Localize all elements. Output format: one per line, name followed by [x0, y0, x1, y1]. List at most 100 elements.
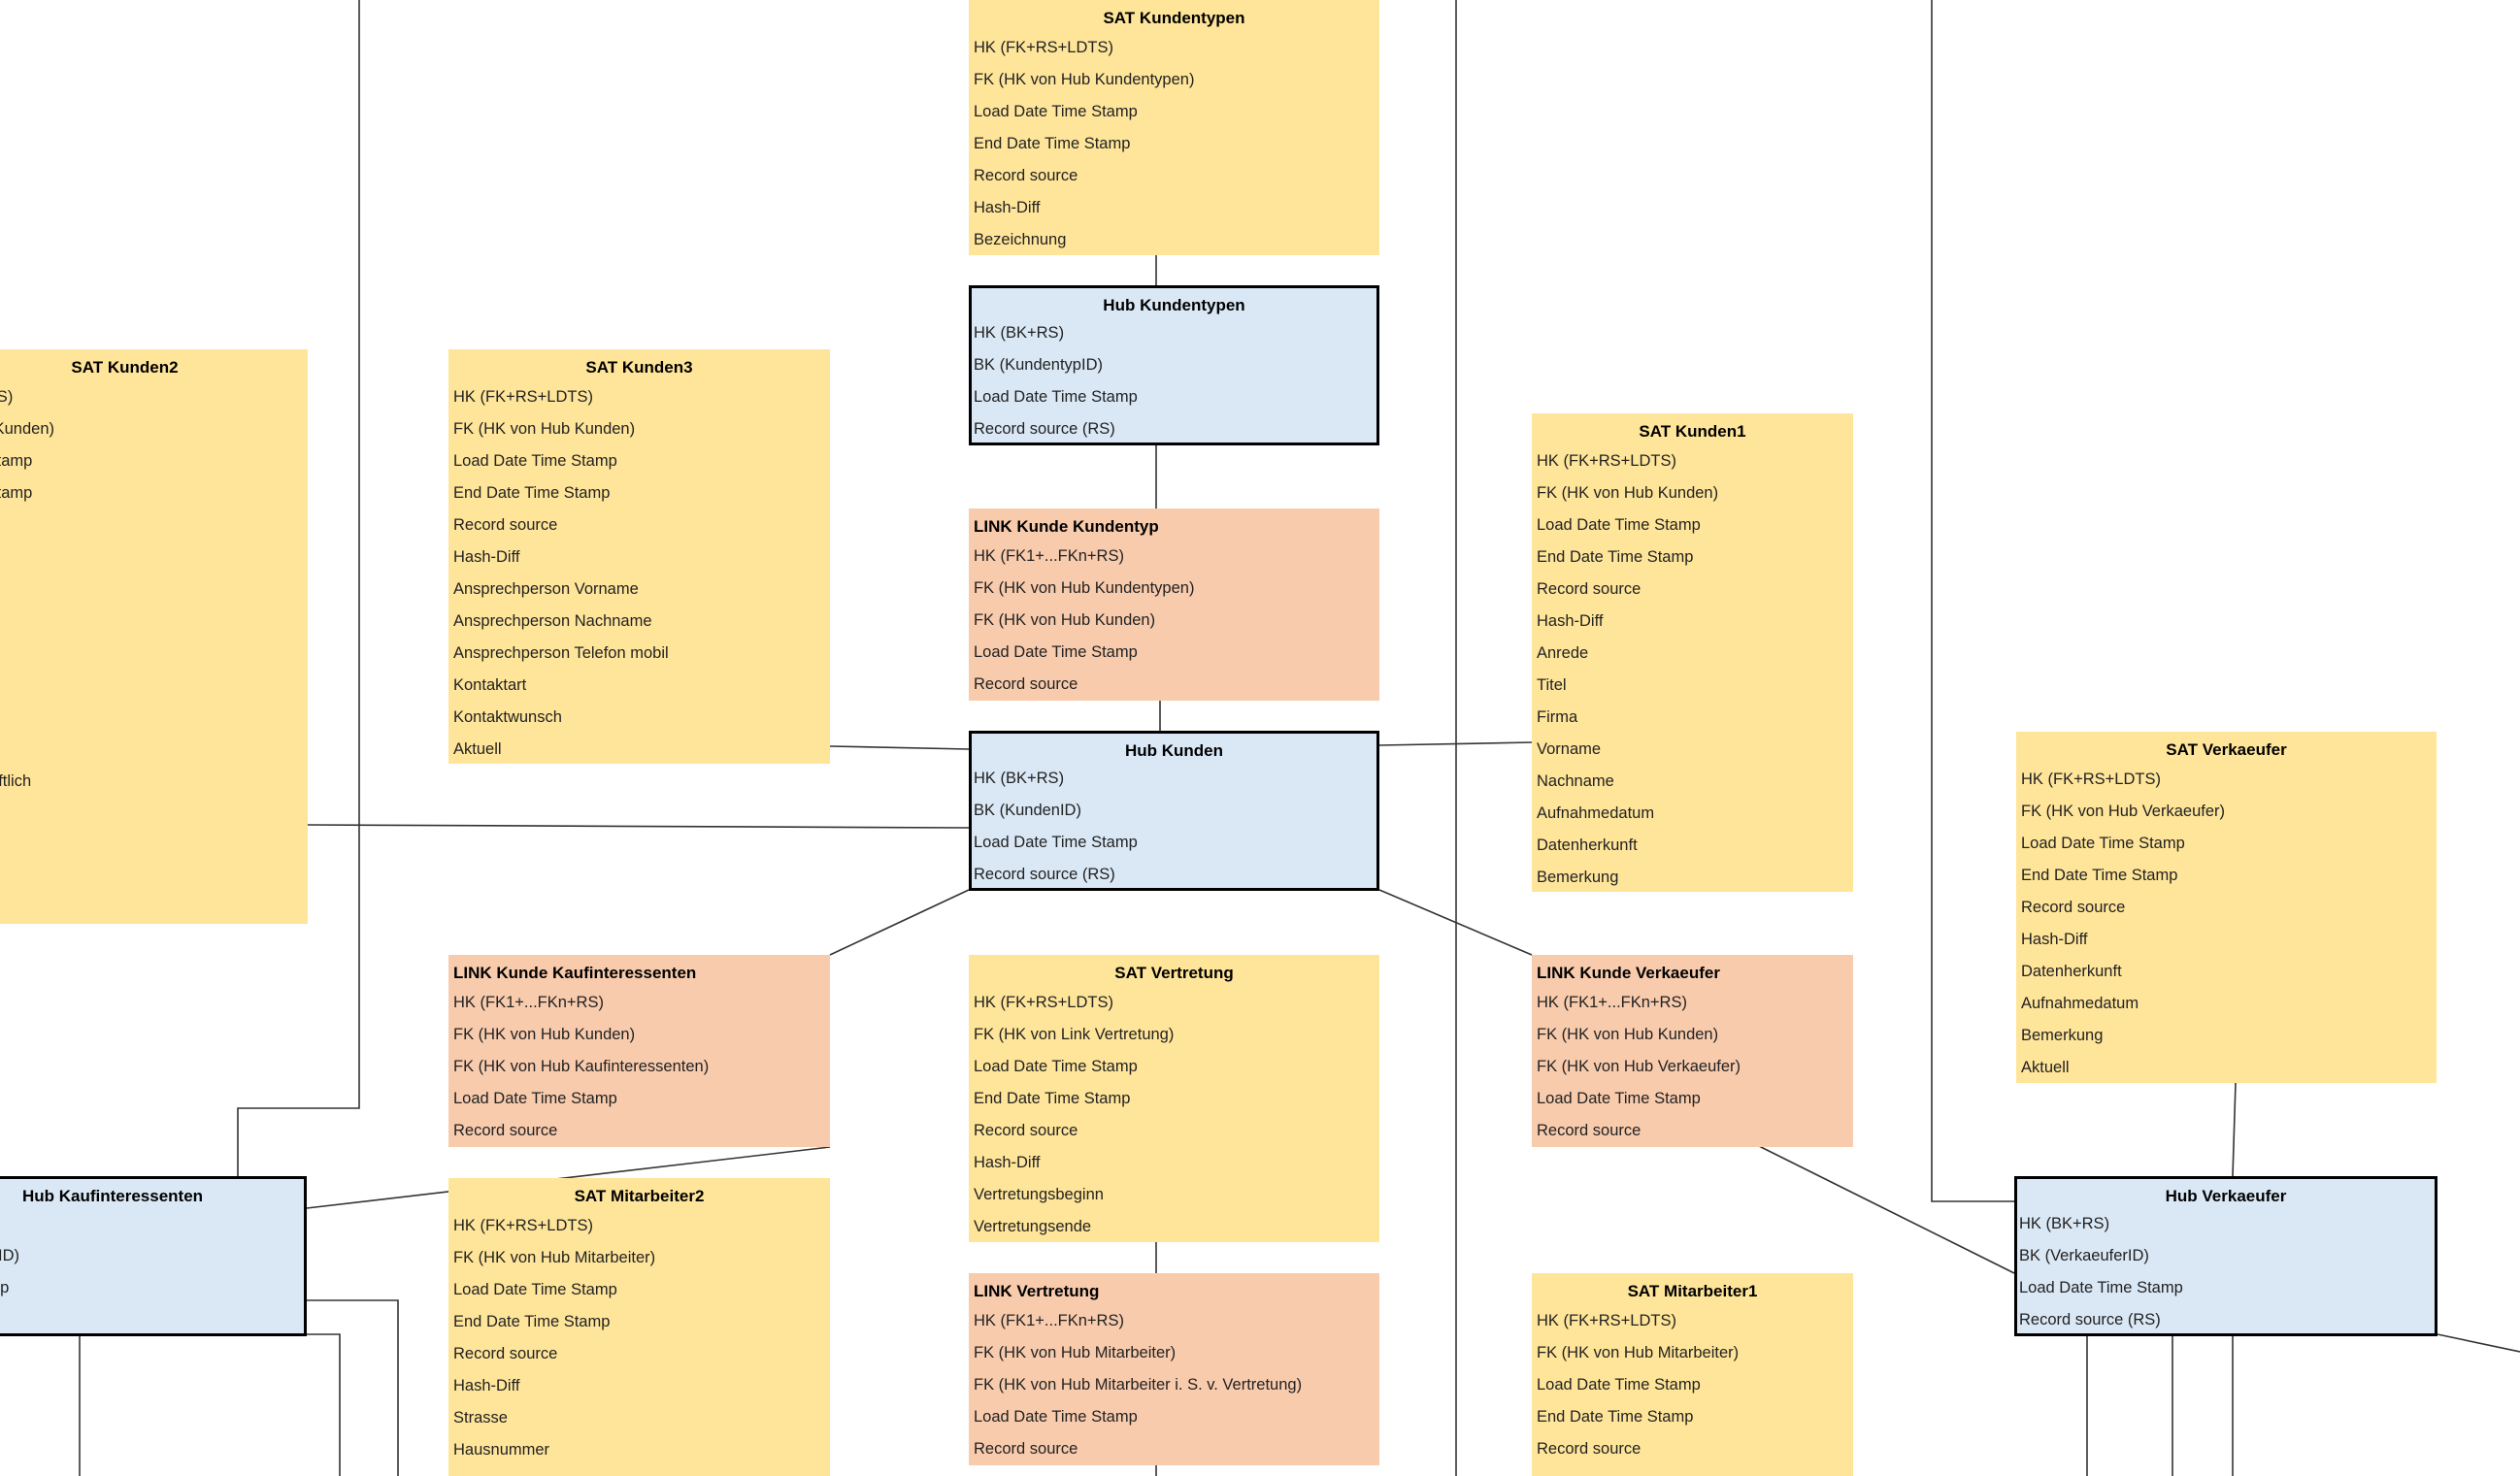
entity-sat-mitarbeiter1[interactable]: SAT Mitarbeiter1 HK (FK+RS+LDTS) FK (HK vo…: [1532, 1273, 1853, 1476]
entity-attribute: [0, 638, 308, 670]
entity-attribute: End Date Time Stamp: [1537, 548, 1694, 566]
entity-attribute: FK (HK von Hub Mitarbeiter): [1537, 1344, 1740, 1361]
entity-attribute: FK (HK von Hub Verkaeufer): [1537, 1058, 1741, 1075]
entity-attribute: End Date Time Stamp: [453, 1313, 611, 1330]
entity-title: SAT Kunden3: [585, 358, 693, 377]
entity-attribute: Load Date Time Stamp: [974, 834, 1138, 851]
entity-link-kunde-kaufinteressenten[interactable]: LINK Kunde Kaufinteressenten HK (FK1+...F…: [448, 955, 830, 1147]
entity-sat-verkaeufer[interactable]: SAT Verkaeufer HK (FK+RS+LDTS) FK (HK von …: [2016, 732, 2437, 1083]
entity-attribute: Load Date Time Stamp: [453, 1090, 617, 1107]
entity-attribute-list: HK (FK1+...FKn+RS)FK (HK von Hub Kunden)…: [1532, 987, 1853, 1147]
entity-attribute: HK (FK1+...FKn+RS): [974, 1312, 1124, 1329]
relationship-connector: [307, 1299, 399, 1476]
entity-title: LINK Vertretung: [974, 1282, 1100, 1300]
relationship-connector: [307, 824, 970, 829]
entity-attribute: Load Date Time Stamp: [1537, 1376, 1701, 1394]
entity-attribute: HK (FK1+...FKn+RS): [453, 994, 604, 1011]
entity-attribute: Record source: [1537, 1122, 1641, 1139]
relationship-connector: [237, 0, 360, 1176]
entity-attribute-list: HK (FK1+...FKn+RS)FK (HK von Hub Kundent…: [969, 541, 1379, 701]
entity-attribute-list: S+LDTS)n Hub Kunden) Time StampTime Stam…: [0, 381, 308, 862]
entity-title: LINK Kunde Verkaeufer: [1537, 964, 1720, 982]
entity-attribute-list: HK (FK+RS+LDTS)FK (HK von Link Vertretun…: [969, 987, 1379, 1242]
relationship-connector: [829, 745, 970, 750]
entity-sat-kundentypen[interactable]: SAT Kundentypen HK (FK+RS+LDTS) FK (HK von…: [969, 0, 1379, 255]
entity-attribute: Nachname: [1537, 772, 1614, 790]
entity-attribute: BK (KundenID): [974, 802, 1081, 819]
entity-attribute-list: RS)nteressentID) Time Stampurce (RS): [0, 1208, 304, 1333]
entity-attribute: eschaeftlich: [0, 772, 32, 790]
entity-attribute-list: HK (BK+RS)BK (VerkaeuferID)Load Date Tim…: [2017, 1208, 2435, 1333]
entity-attribute: Load Date Time Stamp: [453, 452, 617, 470]
entity-attribute: Load Date Time Stamp: [974, 1058, 1138, 1075]
entity-attribute: FK (HK von Hub Kunden): [1537, 484, 1719, 502]
entity-attribute: HK (FK+RS+LDTS): [1537, 1312, 1676, 1329]
entity-attribute: HK (FK+RS+LDTS): [974, 39, 1113, 56]
entity-attribute: FK (HK von Hub Kundentypen): [974, 71, 1195, 88]
entity-attribute: HK (FK+RS+LDTS): [453, 388, 593, 406]
entity-attribute: Bemerkung: [2021, 1027, 2104, 1044]
entity-attribute: Aktuell: [453, 740, 502, 758]
entity-attribute: [0, 670, 308, 702]
entity-attribute-list: HK (BK+RS)BK (KundenID)Load Date Time St…: [972, 763, 1376, 888]
relationship-connector: [1931, 0, 2014, 1202]
entity-attribute: Record source: [974, 1440, 1078, 1458]
entity-attribute: Ansprechperson Vorname: [453, 580, 639, 598]
entity-attribute: Load Date Time Stamp: [453, 1281, 617, 1298]
entity-attribute: Hash-Diff: [453, 1377, 520, 1394]
entity-title: SAT Verkaeufer: [2166, 740, 2287, 759]
entity-attribute: End Date Time Stamp: [974, 135, 1131, 152]
entity-attribute: Record source: [974, 167, 1078, 184]
entity-attribute: Vorname: [1537, 740, 1602, 758]
entity-attribute: urce: [0, 509, 308, 541]
entity-attribute: FK (HK von Hub Kunden): [453, 420, 636, 438]
entity-attribute: Hash-Diff: [1537, 612, 1604, 630]
entity-title: LINK Kunde Kaufinteressenten: [453, 964, 697, 982]
entity-attribute: Hash-Diff: [974, 199, 1041, 216]
relationship-connector: [2232, 1082, 2237, 1177]
entity-attribute: Record source: [453, 1122, 558, 1139]
entity-attribute: FK (HK von Hub Verkaeufer): [2021, 803, 2226, 820]
entity-attribute: HK (FK+RS+LDTS): [453, 1217, 593, 1234]
entity-attribute: S+LDTS): [0, 388, 14, 406]
entity-attribute: HK (FK+RS+LDTS): [2021, 771, 2161, 788]
entity-attribute: Record source: [453, 516, 558, 534]
entity-attribute: Ansprechperson Nachname: [453, 612, 652, 630]
entity-title: SAT Mitarbeiter1: [1627, 1282, 1758, 1300]
entity-attribute: Anrede: [1537, 644, 1589, 662]
entity-attribute: nteressentID): [0, 1247, 20, 1264]
entity-attribute: HK (FK1+...FKn+RS): [1537, 994, 1687, 1011]
entity-attribute: Record source (RS): [974, 420, 1115, 438]
entity-attribute-list: HK (FK+RS+LDTS) FK (HK von Hub Verkaeufer…: [2016, 764, 2437, 1083]
entity-attribute: Titel: [1537, 676, 1567, 694]
entity-attribute: Vertretungsende: [974, 1218, 1092, 1235]
entity-attribute: Record source: [974, 675, 1078, 693]
relationship-connector: [306, 1146, 831, 1209]
entity-attribute: Aufnahmedatum: [2021, 995, 2139, 1012]
entity-attribute: Hash-Diff: [2021, 931, 2088, 948]
entity-attribute-list: HK (FK+RS+LDTS) FK (HK von Hub Mitarbeite…: [1532, 1305, 1853, 1465]
entity-attribute-list: HK (FK+RS+LDTS)FK (HK von Hub Mitarbeite…: [448, 1210, 830, 1466]
entity-attribute: ivat: [0, 798, 308, 830]
entity-sat-kunden3[interactable]: SAT Kunden3 HK (FK+RS+LDTS) FK (HK von Hub…: [448, 349, 830, 764]
entity-attribute: ner: [0, 606, 308, 638]
entity-attribute-list: HK (FK+RS+LDTS)FK (HK von Hub Kunden)Loa…: [1532, 445, 1853, 892]
entity-title: Hub Kaufinteressenten: [21, 1187, 204, 1205]
entity-hub-kaufinteressenten[interactable]: Hub KaufinteressentenRS)nteressentID) Ti…: [0, 1176, 307, 1336]
entity-attribute: End Date Time Stamp: [2021, 867, 2178, 884]
entity-attribute: HK (BK+RS): [2019, 1215, 2110, 1232]
entity-attribute: HK (BK+RS): [974, 324, 1065, 342]
entity-attribute-list: HK (FK+RS+LDTS) FK (HK von Hub Kundentype…: [969, 32, 1379, 255]
entity-title: SAT Kundentypen: [1103, 9, 1245, 27]
